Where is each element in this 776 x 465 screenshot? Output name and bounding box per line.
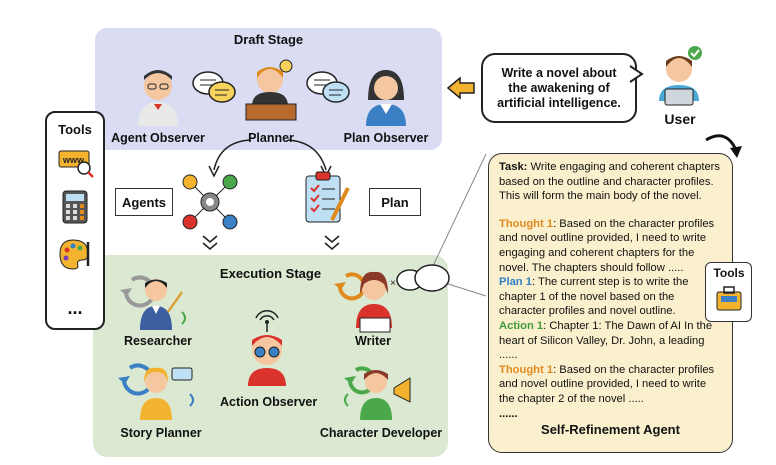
thought-1b-key: Thought 1	[499, 363, 554, 376]
agent-observer-icon	[138, 70, 178, 126]
task-key: Task:	[499, 161, 528, 173]
planner-label: Planner	[248, 131, 294, 145]
chat-bubbles-icon	[192, 71, 236, 103]
thought-1b-paragraph: Thought 1: Based on the character profil…	[499, 363, 722, 407]
plan-1-key: Plan 1	[499, 276, 532, 289]
plan-clipboard-icon	[305, 171, 350, 223]
plan-1-text: : The current step is to write the chapt…	[499, 276, 689, 318]
story-planner-icon	[118, 363, 194, 420]
self-refinement-panel: Task: Write engaging and coherent chapte…	[488, 153, 733, 453]
thought-1-text: : Based on the character profiles and no…	[499, 217, 715, 274]
chevron-down-icon	[202, 235, 218, 251]
chat-bubbles-icon	[306, 71, 350, 103]
user-prompt-bubble: Write a novel about the awakening of art…	[481, 53, 637, 123]
plan-1-paragraph: Plan 1: The current step is to write the…	[499, 275, 722, 319]
thought-1-paragraph: Thought 1: Based on the character profil…	[499, 217, 722, 275]
palette-icon	[59, 239, 90, 270]
task-ellipsis: ......	[499, 407, 518, 420]
toolbox-icon	[716, 286, 742, 311]
planner-icon	[245, 59, 297, 121]
user-icon	[659, 46, 702, 106]
self-refinement-title: Self-Refinement Agent	[541, 422, 680, 438]
action-observer-label: Action Observer	[220, 395, 318, 409]
agents-network-icon	[182, 174, 238, 230]
refresh-arrow-icon	[705, 134, 742, 158]
writer-label: Writer	[355, 334, 391, 348]
thought-1-key: Thought 1	[499, 217, 554, 230]
researcher-label: Researcher	[123, 334, 193, 348]
task-paragraph: Task: Write engaging and coherent chapte…	[499, 160, 722, 204]
left-arrow-icon	[446, 76, 475, 100]
tools-title: Tools	[58, 122, 92, 137]
plan-observer-label: Plan Observer	[343, 131, 429, 145]
action-1-text: : Chapter 1: The Dawn of AI In the heart…	[499, 319, 713, 362]
story-planner-label: Story Planner	[120, 426, 202, 440]
character-developer-icon	[344, 366, 411, 420]
action-observer-icon	[248, 310, 286, 386]
action-1-key: Action 1	[499, 319, 544, 332]
researcher-icon	[120, 275, 186, 330]
execution-stage-title: Execution Stage	[219, 266, 322, 281]
svg-text:×: ×	[390, 278, 396, 289]
agents-tag: Agents	[115, 188, 173, 216]
task-text: Write engaging and coherent chapters bas…	[499, 161, 720, 203]
chevron-down-icon	[324, 235, 340, 251]
bubble-tail	[629, 65, 644, 83]
calculator-icon	[62, 190, 88, 224]
self-refinement-tools-label: Tools	[713, 266, 745, 280]
thought-connector	[414, 153, 487, 297]
tools-more: ...	[67, 298, 83, 318]
action-1-paragraph: Action 1: Chapter 1: The Dawn of AI In t…	[499, 319, 722, 363]
character-developer-label: Character Developer	[319, 426, 443, 440]
plan-tag: Plan	[369, 188, 421, 216]
svg-text:www: www	[62, 155, 85, 165]
thought-1b-text: : Based on the character profiles and no…	[499, 363, 715, 405]
draft-stage-title: Draft Stage	[233, 32, 304, 47]
agent-observer-label: Agent Observer	[111, 131, 205, 145]
user-label: User	[664, 111, 696, 127]
plan-observer-icon	[366, 70, 406, 126]
web-search-icon: www	[58, 150, 94, 178]
